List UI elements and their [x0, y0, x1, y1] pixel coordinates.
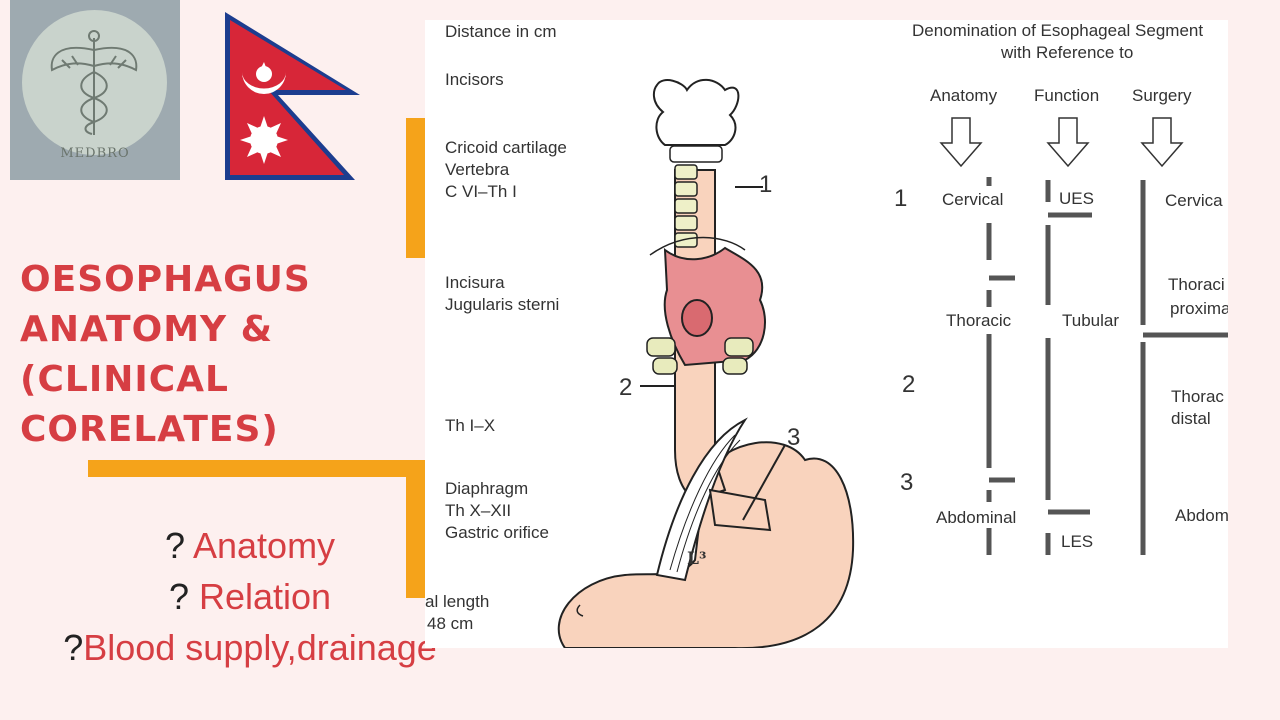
marker-1: 1	[759, 171, 773, 198]
title-line: CORELATES)	[20, 409, 279, 450]
label-cricoid-line: Cricoid cartilage	[445, 138, 567, 157]
surgery-thoracic-distal: Thorac	[1171, 387, 1224, 406]
row-number-1: 1	[894, 185, 908, 212]
surgery-abdominal: Abdom	[1175, 506, 1228, 525]
function-les: LES	[1061, 532, 1094, 551]
column-header-anatomy: Anatomy	[930, 86, 998, 105]
topic-relation: ? Relation	[40, 571, 460, 622]
logo-text: MEDBRO	[60, 146, 130, 161]
label-cricoid-line: Vertebra	[445, 160, 510, 179]
row-number-3: 3	[900, 469, 914, 496]
topic-list: ? Anatomy ? Relation ?Blood supply,drain…	[40, 520, 460, 673]
esophagus-illustration	[557, 78, 1228, 648]
label-distance: Distance in cm	[445, 22, 557, 41]
function-tubular: Tubular	[1062, 311, 1120, 330]
topic-blood-supply: ?Blood supply,drainage	[40, 622, 460, 673]
anatomy-thoracic: Thoracic	[946, 311, 1012, 330]
medbro-logo: MEDBRO	[10, 0, 180, 180]
label-diaphragm-line: Th X–XII	[445, 501, 512, 520]
label-diaphragm-line: Diaphragm	[445, 479, 529, 498]
anatomy-abdominal: Abdominal	[936, 508, 1017, 527]
label-total-line: al length	[425, 592, 490, 611]
surgery-thoracic-distal: distal	[1171, 409, 1211, 428]
marker-3: 3	[787, 424, 801, 451]
label-incisors: Incisors	[445, 70, 504, 89]
surgery-cervical: Cervica	[1165, 191, 1223, 210]
marker-2: 2	[619, 374, 633, 401]
row-number-2: 2	[902, 371, 916, 398]
function-ues: UES	[1059, 189, 1094, 208]
title-line: (CLINICAL	[20, 359, 229, 400]
nepal-flag-icon	[220, 10, 365, 182]
stamp-label: L³	[687, 549, 707, 569]
accent-bar-top	[406, 118, 426, 258]
surgery-thoracic-proximal: proxima	[1170, 299, 1228, 318]
topic-text: Anatomy	[192, 525, 336, 566]
surgery-thoracic-proximal: Thoraci	[1168, 275, 1225, 294]
segment-heading-line: with Reference to	[1001, 43, 1134, 62]
accent-bar-horizontal	[88, 460, 426, 477]
topic-prefix: ?	[63, 627, 84, 668]
title-line: ANATOMY &	[20, 309, 274, 350]
logo-circle	[22, 10, 167, 155]
label-th: Th I–X	[445, 416, 496, 435]
column-header-surgery: Surgery	[1132, 86, 1192, 105]
topic-text: Relation	[198, 576, 332, 617]
topic-prefix: ?	[164, 525, 193, 566]
label-incisura-line: Jugularis sterni	[445, 295, 560, 314]
label-total-line: 48 cm	[427, 614, 474, 633]
topic-anatomy: ? Anatomy	[40, 520, 460, 571]
label-diaphragm-line: Gastric orifice	[445, 523, 549, 542]
esophagus-figure: Distance in cm Incisors Cricoid cartilag…	[425, 20, 1228, 648]
column-header-function: Function	[1034, 86, 1100, 105]
slide-title: OESOPHAGUS ANATOMY & (CLINICAL CORELATES…	[20, 255, 380, 455]
accent-bar-bottom	[406, 460, 426, 598]
segment-heading-line: Denomination of Esophageal Segment	[912, 21, 1204, 40]
title-line: OESOPHAGUS	[20, 259, 311, 300]
label-incisura-line: Incisura	[445, 273, 505, 292]
topic-prefix: ?	[168, 576, 199, 617]
label-cricoid-line: C VI–Th I	[445, 182, 517, 201]
caduceus-icon	[50, 30, 138, 135]
topic-text: Blood supply,drainage	[83, 627, 437, 668]
anatomy-cervical: Cervical	[942, 190, 1004, 209]
